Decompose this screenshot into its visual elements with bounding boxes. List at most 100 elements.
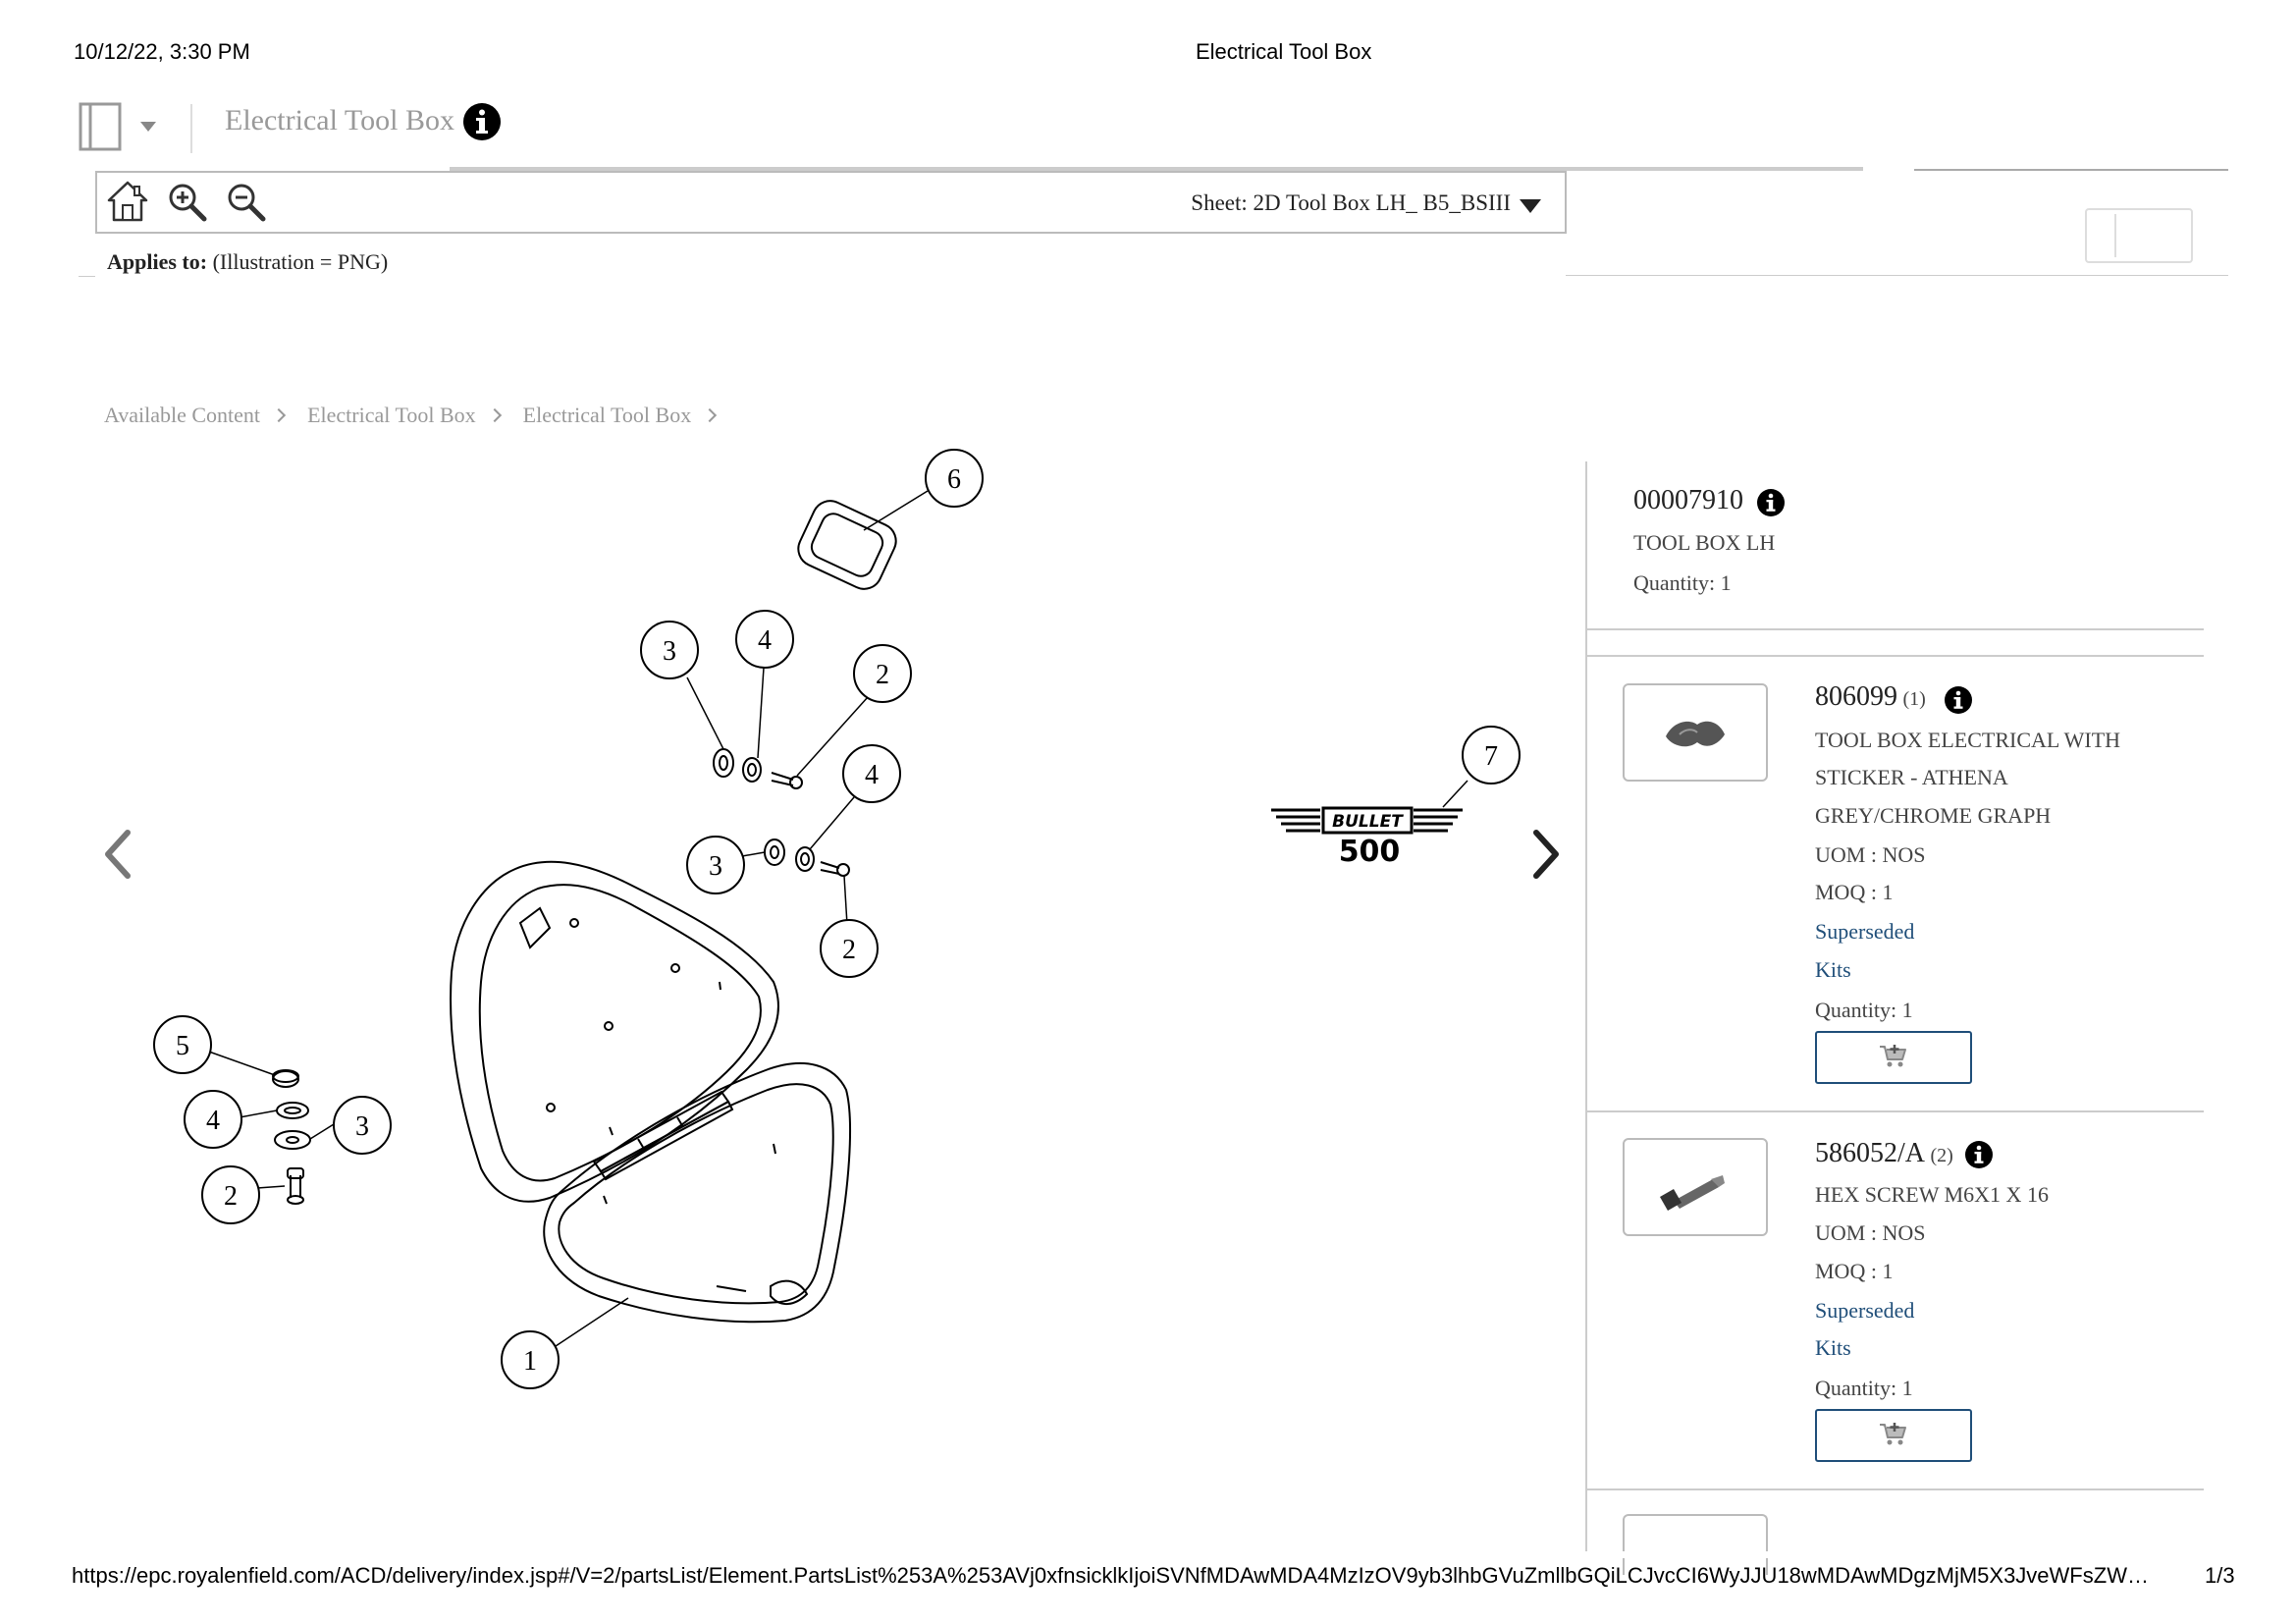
assembly-info-icon[interactable] <box>1756 488 1786 517</box>
zoom-in-icon[interactable] <box>164 179 209 224</box>
page-cut <box>0 1551 2296 1558</box>
callout: 2 <box>201 1165 260 1224</box>
kits-link[interactable]: Kits <box>1815 1335 1851 1360</box>
header-divider-line <box>450 167 1863 171</box>
kits-link[interactable]: Kits <box>1815 957 1851 982</box>
applies-value: (Illustration = PNG) <box>212 249 389 274</box>
part-description: STICKER - ATHENA <box>1815 765 2008 789</box>
part-quantity: Quantity: 1 <box>1815 1376 1913 1400</box>
part-info-icon[interactable] <box>1944 685 1973 715</box>
assembly-divider <box>1585 655 2204 657</box>
leader-lines <box>205 490 1468 1351</box>
part-uom: UOM : NOS <box>1815 1220 1926 1245</box>
part-uom: UOM : NOS <box>1815 842 1926 867</box>
panel-top-rule <box>1566 275 2228 276</box>
assembly-divider <box>1585 628 2204 630</box>
sheet-chevron-down-icon[interactable] <box>1520 199 1541 213</box>
part-description: HEX SCREW M6X1 X 16 <box>1815 1182 2049 1207</box>
next-sheet-chevron-right-icon[interactable] <box>1526 825 1566 884</box>
info-icon[interactable] <box>462 102 502 141</box>
print-title: Electrical Tool Box <box>1196 39 1372 64</box>
sheet-select[interactable]: Sheet: 2D Tool Box LH_ B5_BSIII <box>1191 190 1511 215</box>
svg-text:500: 500 <box>1339 835 1401 869</box>
callout: 4 <box>842 744 901 803</box>
viewer-toolbar: Sheet: 2D Tool Box LH_ B5_BSIII <box>95 171 1567 234</box>
parts-panel-border <box>1585 461 1587 1551</box>
tool-box-lid <box>543 1062 851 1324</box>
assembly-part-number: 00007910 <box>1633 485 1743 515</box>
callout: 5 <box>153 1015 212 1074</box>
svg-text:2: 2 <box>876 660 889 690</box>
home-icon[interactable] <box>105 179 150 224</box>
hinge <box>592 1090 734 1181</box>
applies-to: Applies to: (Illustration = PNG) <box>107 249 388 275</box>
page-title: Electrical Tool Box <box>225 104 454 136</box>
svg-text:2: 2 <box>842 935 856 965</box>
part-info-icon[interactable] <box>1964 1140 1994 1169</box>
part-number: 586052/A <box>1815 1138 1925 1168</box>
add-to-cart-button[interactable] <box>1815 1409 1972 1462</box>
part-count: (1) <box>1902 688 1926 710</box>
part-thumbnail[interactable] <box>1623 1514 1768 1575</box>
bullet-500-badge: BULLET 500 <box>1271 806 1463 869</box>
zoom-out-icon[interactable] <box>223 179 268 224</box>
hardware-cluster-top <box>713 748 803 789</box>
breadcrumb: Available Content Electrical Tool Box El… <box>104 403 738 428</box>
part-number: 806099 <box>1815 681 1897 712</box>
add-to-cart-button[interactable] <box>1815 1031 1972 1084</box>
part-list-item: 806099 (1) TOOL BOX ELECTRICAL WITH STIC… <box>1585 656 2204 1112</box>
tool-box-thumbnail-image <box>1666 721 1725 747</box>
left-rule <box>79 276 95 277</box>
svg-text:BULLET: BULLET <box>1332 812 1404 832</box>
header-divider <box>190 104 192 153</box>
hardware-cluster-left <box>272 1069 311 1205</box>
applies-label: Applies to: <box>107 249 208 274</box>
previous-sheet-chevron-left-icon[interactable] <box>98 825 137 884</box>
header-divider-line-right <box>1914 169 2228 171</box>
print-footer-url: https://epc.royalenfield.com/ACD/deliver… <box>72 1563 2149 1588</box>
part-description: GREY/CHROME GRAPH <box>1815 803 2052 828</box>
gasket-part <box>797 500 897 590</box>
svg-text:4: 4 <box>758 625 772 656</box>
hex-screw-thumbnail-image <box>1660 1175 1725 1211</box>
callout: 4 <box>735 610 794 669</box>
part-thumbnail[interactable] <box>1623 683 1768 782</box>
callout: 3 <box>640 621 699 679</box>
callout: 3 <box>333 1096 392 1155</box>
svg-text:1: 1 <box>523 1346 537 1377</box>
callout: 1 <box>501 1330 560 1389</box>
svg-text:6: 6 <box>947 464 961 495</box>
callout: 2 <box>820 919 879 978</box>
superseded-link[interactable]: Superseded <box>1815 919 1915 944</box>
part-divider <box>1585 1488 2204 1490</box>
part-description: TOOL BOX ELECTRICAL WITH <box>1815 728 2121 752</box>
callout: 2 <box>853 644 912 703</box>
document-icon[interactable] <box>79 102 126 151</box>
print-datetime: 10/12/22, 3:30 PM <box>74 39 250 64</box>
breadcrumb-item[interactable]: Available Content <box>104 403 261 427</box>
cart-add-icon <box>1880 1045 1906 1067</box>
callout: 3 <box>686 836 745 894</box>
assembly-quantity: Quantity: 1 <box>1633 570 1732 595</box>
callouts: 6 3 4 2 4 3 2 5 4 3 2 1 7 <box>153 449 1521 1389</box>
part-number-line: 586052/A (2) <box>1815 1138 1953 1169</box>
svg-text:7: 7 <box>1484 741 1498 772</box>
svg-text:5: 5 <box>176 1031 189 1061</box>
cart-add-icon <box>1880 1423 1906 1445</box>
callout: 4 <box>184 1090 242 1149</box>
part-moq: MOQ : 1 <box>1815 880 1894 904</box>
part-thumbnail[interactable] <box>1623 1138 1768 1236</box>
svg-text:3: 3 <box>355 1111 369 1142</box>
part-divider <box>1585 1110 2204 1112</box>
document-menu-chevron-down-icon[interactable] <box>140 122 156 132</box>
callout: 6 <box>925 449 984 508</box>
breadcrumb-item[interactable]: Electrical Tool Box <box>522 403 692 427</box>
part-count: (2) <box>1930 1145 1953 1166</box>
breadcrumb-item[interactable]: Electrical Tool Box <box>307 403 476 427</box>
part-moq: MOQ : 1 <box>1815 1259 1894 1283</box>
print-page-number: 1/3 <box>2205 1563 2235 1588</box>
view-toggle-button[interactable] <box>2085 208 2193 263</box>
superseded-link[interactable]: Superseded <box>1815 1298 1915 1323</box>
exploded-view-diagram[interactable]: 6 3 4 2 4 3 2 5 4 3 2 1 7 BULLET 500 <box>98 432 1571 1434</box>
hardware-cluster-middle <box>764 839 850 877</box>
